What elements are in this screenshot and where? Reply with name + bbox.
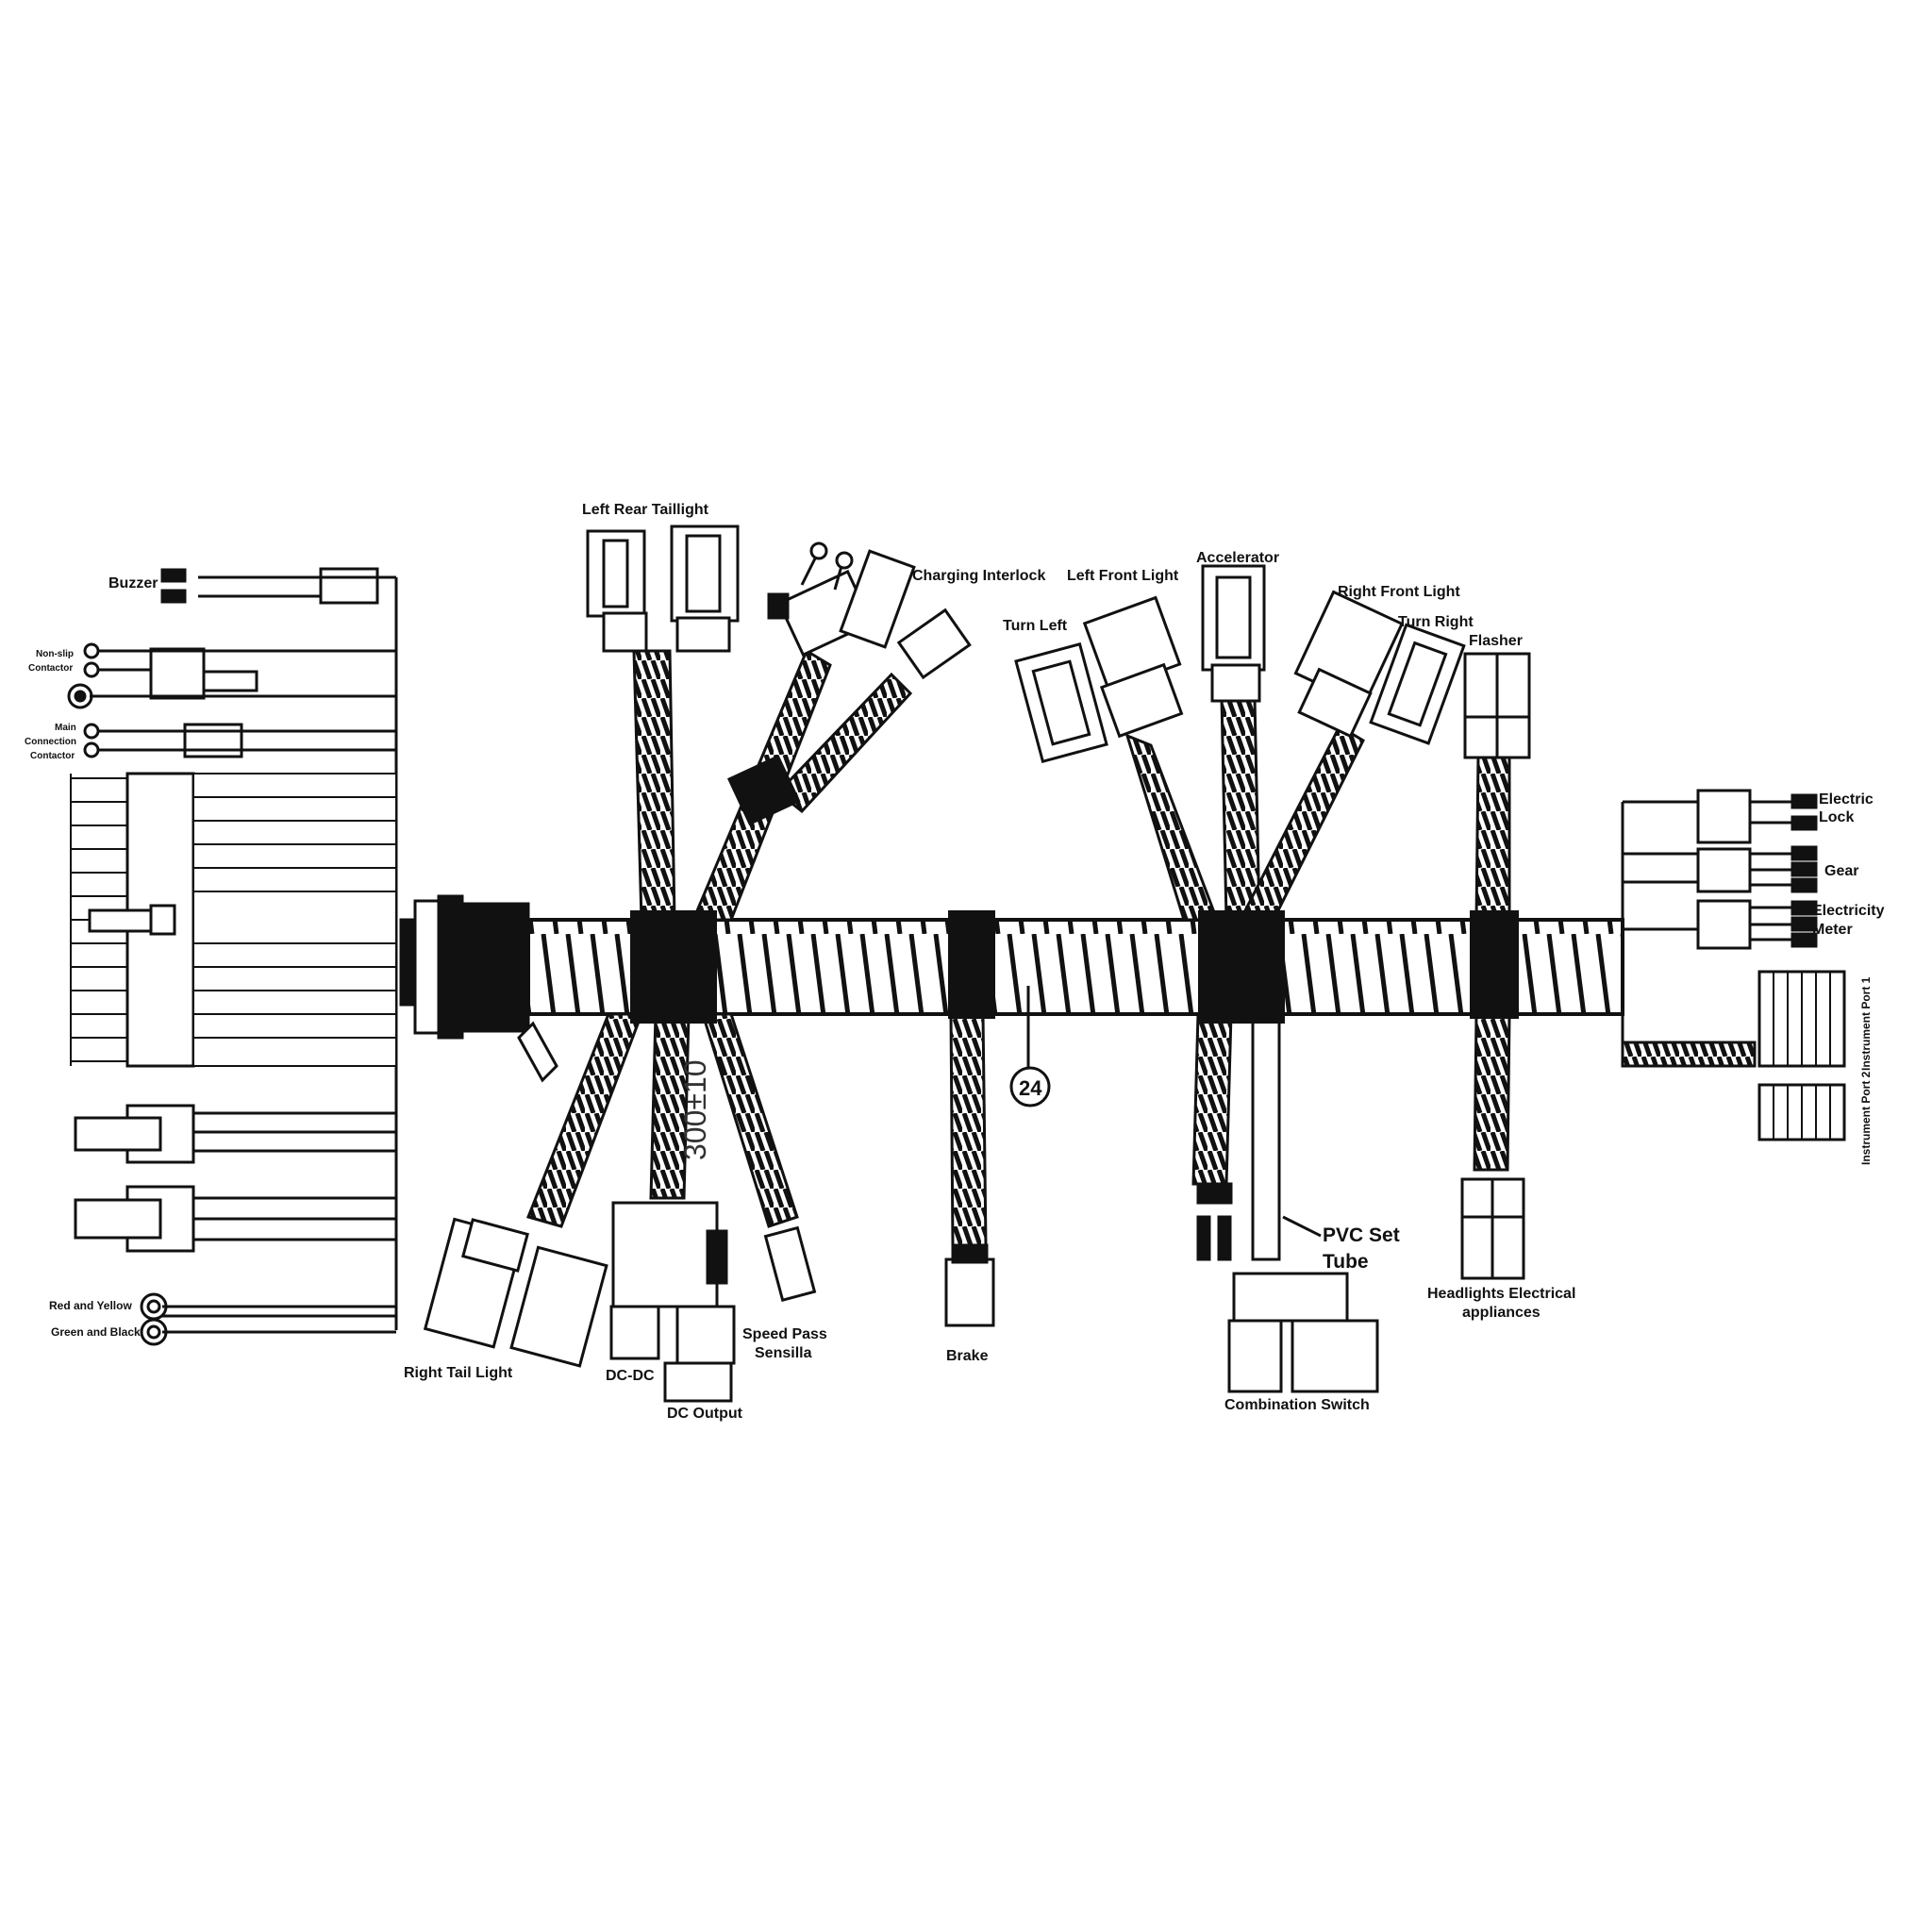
right-tail-light-connector <box>423 1217 608 1368</box>
dimension-label: 300±10 <box>678 1059 712 1160</box>
left-front-light-connector <box>1082 595 1184 739</box>
label-green-black: Green and Black <box>51 1325 141 1339</box>
left-terminal-block <box>67 567 398 1346</box>
label-non-slip-1: Non-slip <box>36 649 74 659</box>
label-charging-interlock: Charging Interlock <box>912 568 1045 584</box>
label-pvc-2: Tube <box>1323 1251 1369 1273</box>
label-accelerator: Accelerator <box>1196 550 1279 566</box>
right-front-light-connector <box>1293 590 1405 739</box>
label-main-3: Contactor <box>30 751 75 761</box>
label-electric-lock-1: Electric <box>1819 791 1874 808</box>
label-headlights-1: Headlights Electrical <box>1427 1286 1575 1302</box>
label-buzzer: Buzzer <box>108 575 158 591</box>
turn-right-connector <box>1369 623 1466 745</box>
label-non-slip-2: Contactor <box>28 663 73 674</box>
headlights-connector <box>1460 1177 1525 1280</box>
label-turn-left: Turn Left <box>1003 618 1068 634</box>
pvc-set-tube <box>1251 1012 1322 1261</box>
label-pvc-1: PVC Set <box>1323 1224 1400 1246</box>
combination-switch-connector <box>1196 1182 1379 1393</box>
flasher-connector <box>1463 652 1531 759</box>
left-rear-taillight-connector <box>586 525 740 653</box>
label-flasher: Flasher <box>1469 633 1523 649</box>
right-terminal-block <box>1621 789 1818 1061</box>
label-main-2: Connection <box>25 737 76 747</box>
instrument-ports <box>1757 970 1846 1141</box>
label-dc-dc: DC-DC <box>606 1368 655 1384</box>
brake-connector <box>944 1243 995 1327</box>
callout-circle <box>1009 1066 1051 1108</box>
label-instrument-port-1: Instrument Port 1 <box>1859 976 1873 1071</box>
label-speed-pass-2: Sensilla <box>755 1345 812 1361</box>
accelerator-connector <box>1201 564 1266 703</box>
dc-dc-connector <box>609 1201 736 1403</box>
label-speed-pass-1: Speed Pass <box>742 1326 827 1342</box>
label-headlights-2: appliances <box>1462 1305 1541 1321</box>
harness-clamps <box>630 754 1519 1024</box>
label-right-tail-light: Right Tail Light <box>404 1365 513 1381</box>
label-left-front-light: Left Front Light <box>1067 568 1179 584</box>
label-turn-right: Turn Right <box>1398 614 1474 630</box>
label-dc-output: DC Output <box>667 1406 743 1422</box>
charging-interlock-connector <box>767 541 972 680</box>
label-combination-switch: Combination Switch <box>1224 1397 1370 1413</box>
speed-pass-connector <box>763 1225 817 1303</box>
label-red-yellow: Red and Yellow <box>49 1299 132 1312</box>
label-left-rear-taillight: Left Rear Taillight <box>582 502 709 518</box>
label-instrument-port-2: Instrument Port 2 <box>1859 1071 1873 1165</box>
callout-number: 24 <box>1019 1076 1042 1100</box>
label-electricity-meter-1: Electricity <box>1812 903 1885 919</box>
turn-left-connector <box>1014 641 1108 764</box>
diagram-labels: Buzzer Non-slip Contactor Main Connectio… <box>25 502 1885 1422</box>
label-electric-lock-2: Lock <box>1819 809 1854 825</box>
label-electricity-meter-2: Meter <box>1812 922 1853 938</box>
label-brake: Brake <box>946 1348 989 1364</box>
label-gear: Gear <box>1824 863 1858 879</box>
grommet <box>399 894 558 1083</box>
label-right-front-light: Right Front Light <box>1338 584 1460 600</box>
connectors <box>423 525 1846 1403</box>
label-main-1: Main <box>55 723 76 733</box>
